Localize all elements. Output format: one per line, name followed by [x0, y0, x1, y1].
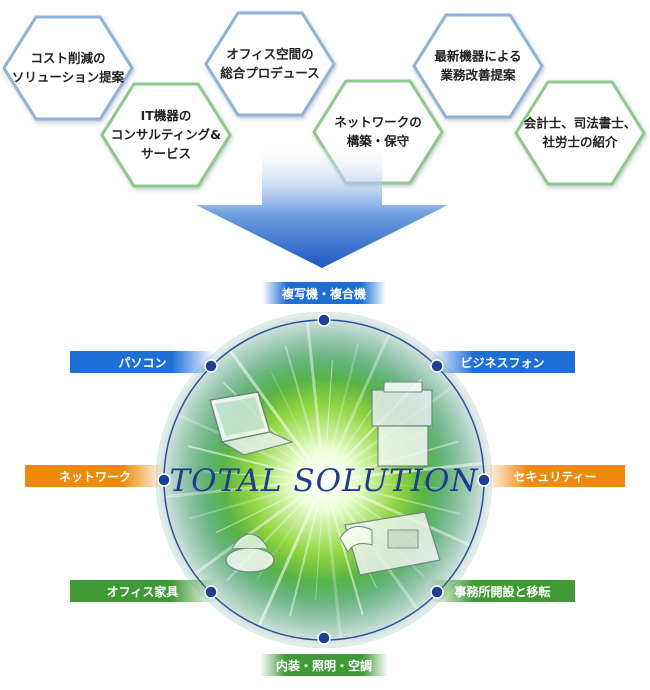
service-hexagon: 会計士、司法書士、社労士の紹介: [516, 82, 644, 184]
banner-label: 事務所開設と移転: [454, 584, 550, 599]
ring-node-dot: [431, 586, 443, 598]
printer-icon: [372, 382, 432, 466]
ring-node-dot: [431, 360, 443, 372]
service-label-line: 構築・保守: [347, 134, 410, 149]
category-banner: 事務所開設と移転: [430, 580, 575, 602]
category-banner: ネットワーク: [25, 465, 170, 487]
hexagon-shape: [4, 17, 132, 119]
banner-label: オフィス家具: [107, 584, 179, 599]
service-label-line: ソリューション提案: [12, 70, 125, 85]
ring-node-dot: [158, 474, 170, 486]
service-label-line: IT機器の: [141, 108, 192, 123]
hexagon-shape: [414, 15, 542, 117]
banner-label: セキュリティー: [513, 470, 596, 484]
ring-node-dot: [318, 632, 330, 644]
banner-label: パソコン: [118, 356, 166, 370]
service-label-line: 会計士、司法書士、: [524, 116, 637, 131]
ring-node-dot: [318, 314, 330, 326]
service-label-line: 業務改善提案: [439, 68, 516, 83]
category-banner: セキュリティー: [478, 465, 625, 487]
service-label-line: コスト削減の: [30, 51, 105, 66]
service-label-line: コンサルティング&: [111, 127, 221, 142]
banner-label: ネットワーク: [59, 470, 131, 484]
hexagon-shape: [516, 82, 644, 184]
service-label-line: オフィス空間の: [226, 47, 313, 62]
center-title: TOTAL SOLUTION: [169, 463, 479, 499]
banner-label: ビジネスフォン: [460, 355, 544, 370]
ring-node-dot: [205, 586, 217, 598]
ring-node-dot: [205, 360, 217, 372]
service-label-line: サービス: [141, 146, 191, 161]
service-label-line: 最新機器による: [434, 49, 521, 64]
category-banner: オフィス家具: [70, 580, 217, 602]
hexagon-shape: [206, 13, 334, 115]
banner-label: 内装・照明・空調: [276, 658, 372, 673]
category-banner: パソコン: [70, 351, 217, 373]
ring-node-dot: [478, 474, 490, 486]
service-label-line: ネットワークの: [334, 115, 422, 130]
service-label-line: 総合プロデュース: [220, 66, 319, 81]
category-banner: ビジネスフォン: [430, 351, 575, 373]
banner-label: 複写機・複合機: [281, 286, 366, 301]
service-label-line: 社労士の紹介: [541, 135, 618, 150]
